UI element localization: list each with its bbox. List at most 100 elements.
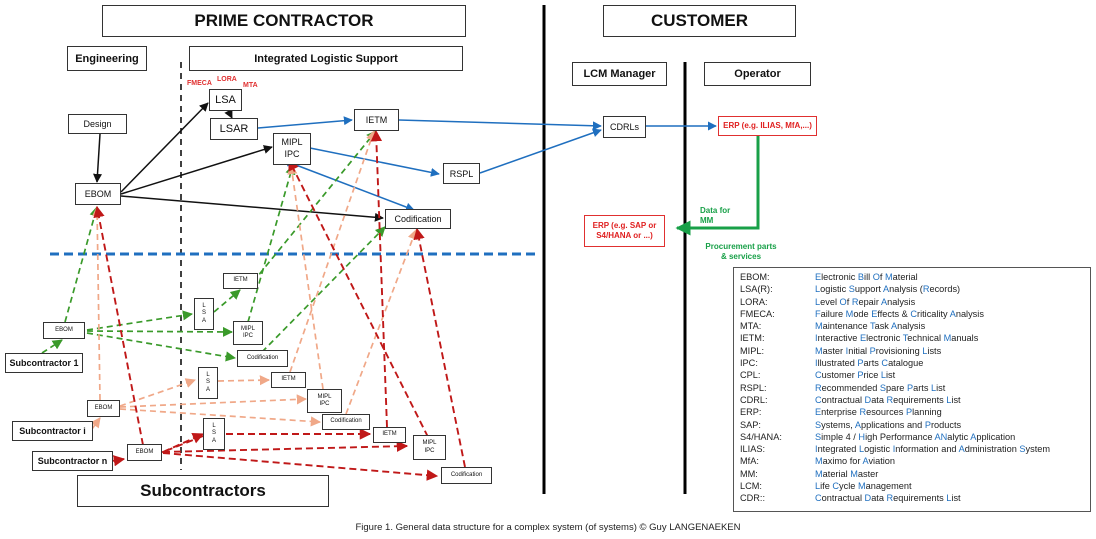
fmeca-label: FMECA (187, 80, 212, 87)
design-label: Design (83, 119, 112, 129)
si-arrow-ebom-prime (92, 205, 103, 401)
sub1-lsa-node: L S A (194, 298, 214, 330)
subn-mipl-ipc-node: MIPL IPC (413, 435, 446, 460)
customer-header: CUSTOMER (603, 5, 796, 37)
subi-ebom-node: EBOM (87, 400, 120, 417)
legend-row: CPL:Customer Price List (740, 369, 1090, 381)
subn-codification-node: Codification (441, 467, 492, 484)
legend-definition: Simple 4 / High Performance ANalytic App… (815, 431, 1016, 442)
data-for-mm-line2: MM (700, 216, 714, 226)
legend-definition: Life Cycle Management (815, 481, 912, 492)
arrow-ietm-cdrls (398, 119, 602, 131)
procurement-line1: Procurement parts (705, 242, 777, 251)
subcontractor-n-label: Subcontractor n (37, 456, 108, 466)
procurement-line2: & services (720, 252, 762, 262)
si-arrow-sub-ebom (90, 417, 101, 430)
sub1-ebom-node: EBOM (43, 322, 85, 339)
arrow-ebom-mipl (120, 145, 273, 195)
subi-ipc-label: IPC (319, 401, 330, 407)
si-arrow-ebom-mipl (119, 394, 308, 408)
ebom-label: EBOM (84, 189, 112, 199)
s1-arrow-ebom-mipl (86, 326, 234, 338)
sn-arrow-sub-ebom (111, 455, 126, 467)
data-for-mm-label: Data for MM (700, 206, 730, 227)
sn-arrow-ietm-prime (370, 129, 388, 428)
legend-definition: Integrated Logistic Information and Admi… (815, 444, 1051, 455)
ietm-label: IETM (365, 115, 388, 125)
s1-arrow-ebom-lsa (86, 310, 194, 331)
arrow-rspl-cdrls (479, 128, 602, 174)
legend-abbr: CDRL: (740, 394, 768, 405)
s1-arrow-ebom-prime (64, 206, 100, 323)
procurement-label: Procurement parts & services (696, 242, 786, 263)
legend-abbr: LCM: (740, 481, 762, 492)
sub1-codification-label: Codification (246, 354, 279, 361)
rspl-label: RSPL (449, 168, 474, 179)
legend-abbr: LORA: (740, 296, 768, 307)
lsa-node: LSA (209, 89, 242, 111)
cdrls-label: CDRLs (609, 122, 639, 132)
si-arrow-mipl-prime (287, 163, 324, 390)
lsar-label: LSAR (219, 123, 249, 135)
lcm-manager-title: LCM Manager (583, 68, 656, 80)
legend-row: MM:Material Master (740, 468, 1090, 480)
subn-ipc-label: IPC (424, 447, 435, 454)
subcontractor-n-node: Subcontractor n (32, 451, 113, 471)
legend-definition: Contractual Data Requirements List (815, 493, 961, 504)
mipl-ipc-node: MIPL IPC (273, 133, 311, 165)
operator-header: Operator (704, 62, 811, 86)
sn-arrow-codification-prime (413, 227, 466, 468)
si-arrow-ebom-lsa (119, 378, 196, 407)
legend-row: FMECA:Failure Mode Effects & Criticality… (740, 308, 1090, 320)
si-arrow-ietm-prime (289, 130, 376, 373)
sub1-codification-node: Codification (237, 350, 288, 367)
arrow-erp-mm (675, 135, 760, 236)
legend-row: ILIAS:Integrated Logistic Information an… (740, 443, 1090, 455)
legend-definition: Interactive Electronic Technical Manuals (815, 333, 979, 344)
legend-abbr: CDR:: (740, 493, 766, 504)
subn-lsa-node: L S A (203, 418, 225, 450)
legend-definition: Recommended Spare Parts List (815, 382, 946, 393)
sub1-ietm-label: IETM (233, 277, 248, 284)
si-arrow-ebom-codification (119, 408, 322, 427)
ebom-node: EBOM (75, 183, 121, 205)
operator-title: Operator (734, 68, 781, 80)
subi-mipl-ipc-node: MIPL IPC (307, 389, 342, 413)
sn-arrow-lsa-ebom (162, 435, 204, 453)
sn-arrow-ebom-codification (162, 452, 439, 481)
codification-label: Codification (394, 214, 442, 224)
s1-arrow-ietm-prime (252, 130, 377, 283)
subcontractor-1-node: Subcontractor 1 (5, 353, 83, 373)
arrow-lsa-lsar (224, 108, 233, 119)
lcm-manager-header: LCM Manager (572, 62, 667, 86)
legend-row: SAP:Systems, Applications and Products (740, 419, 1090, 431)
subi-ietm-label: IETM (281, 376, 296, 383)
legend-row: LORA:Level Of Repair Analysis (740, 296, 1090, 308)
subi-mipl-label: MIPL (317, 393, 332, 400)
legend-abbr: LSA(R): (740, 284, 773, 295)
arrow-design-ebom (93, 133, 102, 183)
legend-abbr: MTA: (740, 321, 762, 332)
s1-arrow-codification-prime (261, 226, 386, 353)
legend-definition: Failure Mode Effects & Criticality Analy… (815, 308, 984, 319)
subi-codification-label: Codification (330, 418, 362, 425)
legend-row: CDRL:Contractual Data Requirements List (740, 394, 1090, 406)
codification-node: Codification (385, 209, 451, 229)
sub1-mipl-label: MIPL (240, 325, 255, 332)
subcontractor-1-label: Subcontractor 1 (9, 358, 79, 368)
legend-row: MfA:Maximo for Aviation (740, 455, 1090, 467)
legend-definition: Maintenance Task Analysis (815, 321, 926, 332)
arrow-ebom-codification (120, 195, 384, 222)
legend-definition: Systems, Applications and Products (815, 419, 962, 430)
subi-ietm-node: IETM (271, 372, 306, 388)
arrow-ebom-lsa (120, 102, 209, 193)
sub1-ietm-node: IETM (223, 273, 258, 289)
legend-definition: Maximo for Aviation (815, 456, 896, 467)
legend-abbr: ERP: (740, 407, 762, 418)
legend-row: IETM:Interactive Electronic Technical Ma… (740, 332, 1090, 344)
legend-definition: Enterprise Resources Planning (815, 407, 942, 418)
legend-definition: Illustrated Parts Catalogue (815, 358, 924, 369)
ietm-node: IETM (354, 109, 399, 131)
